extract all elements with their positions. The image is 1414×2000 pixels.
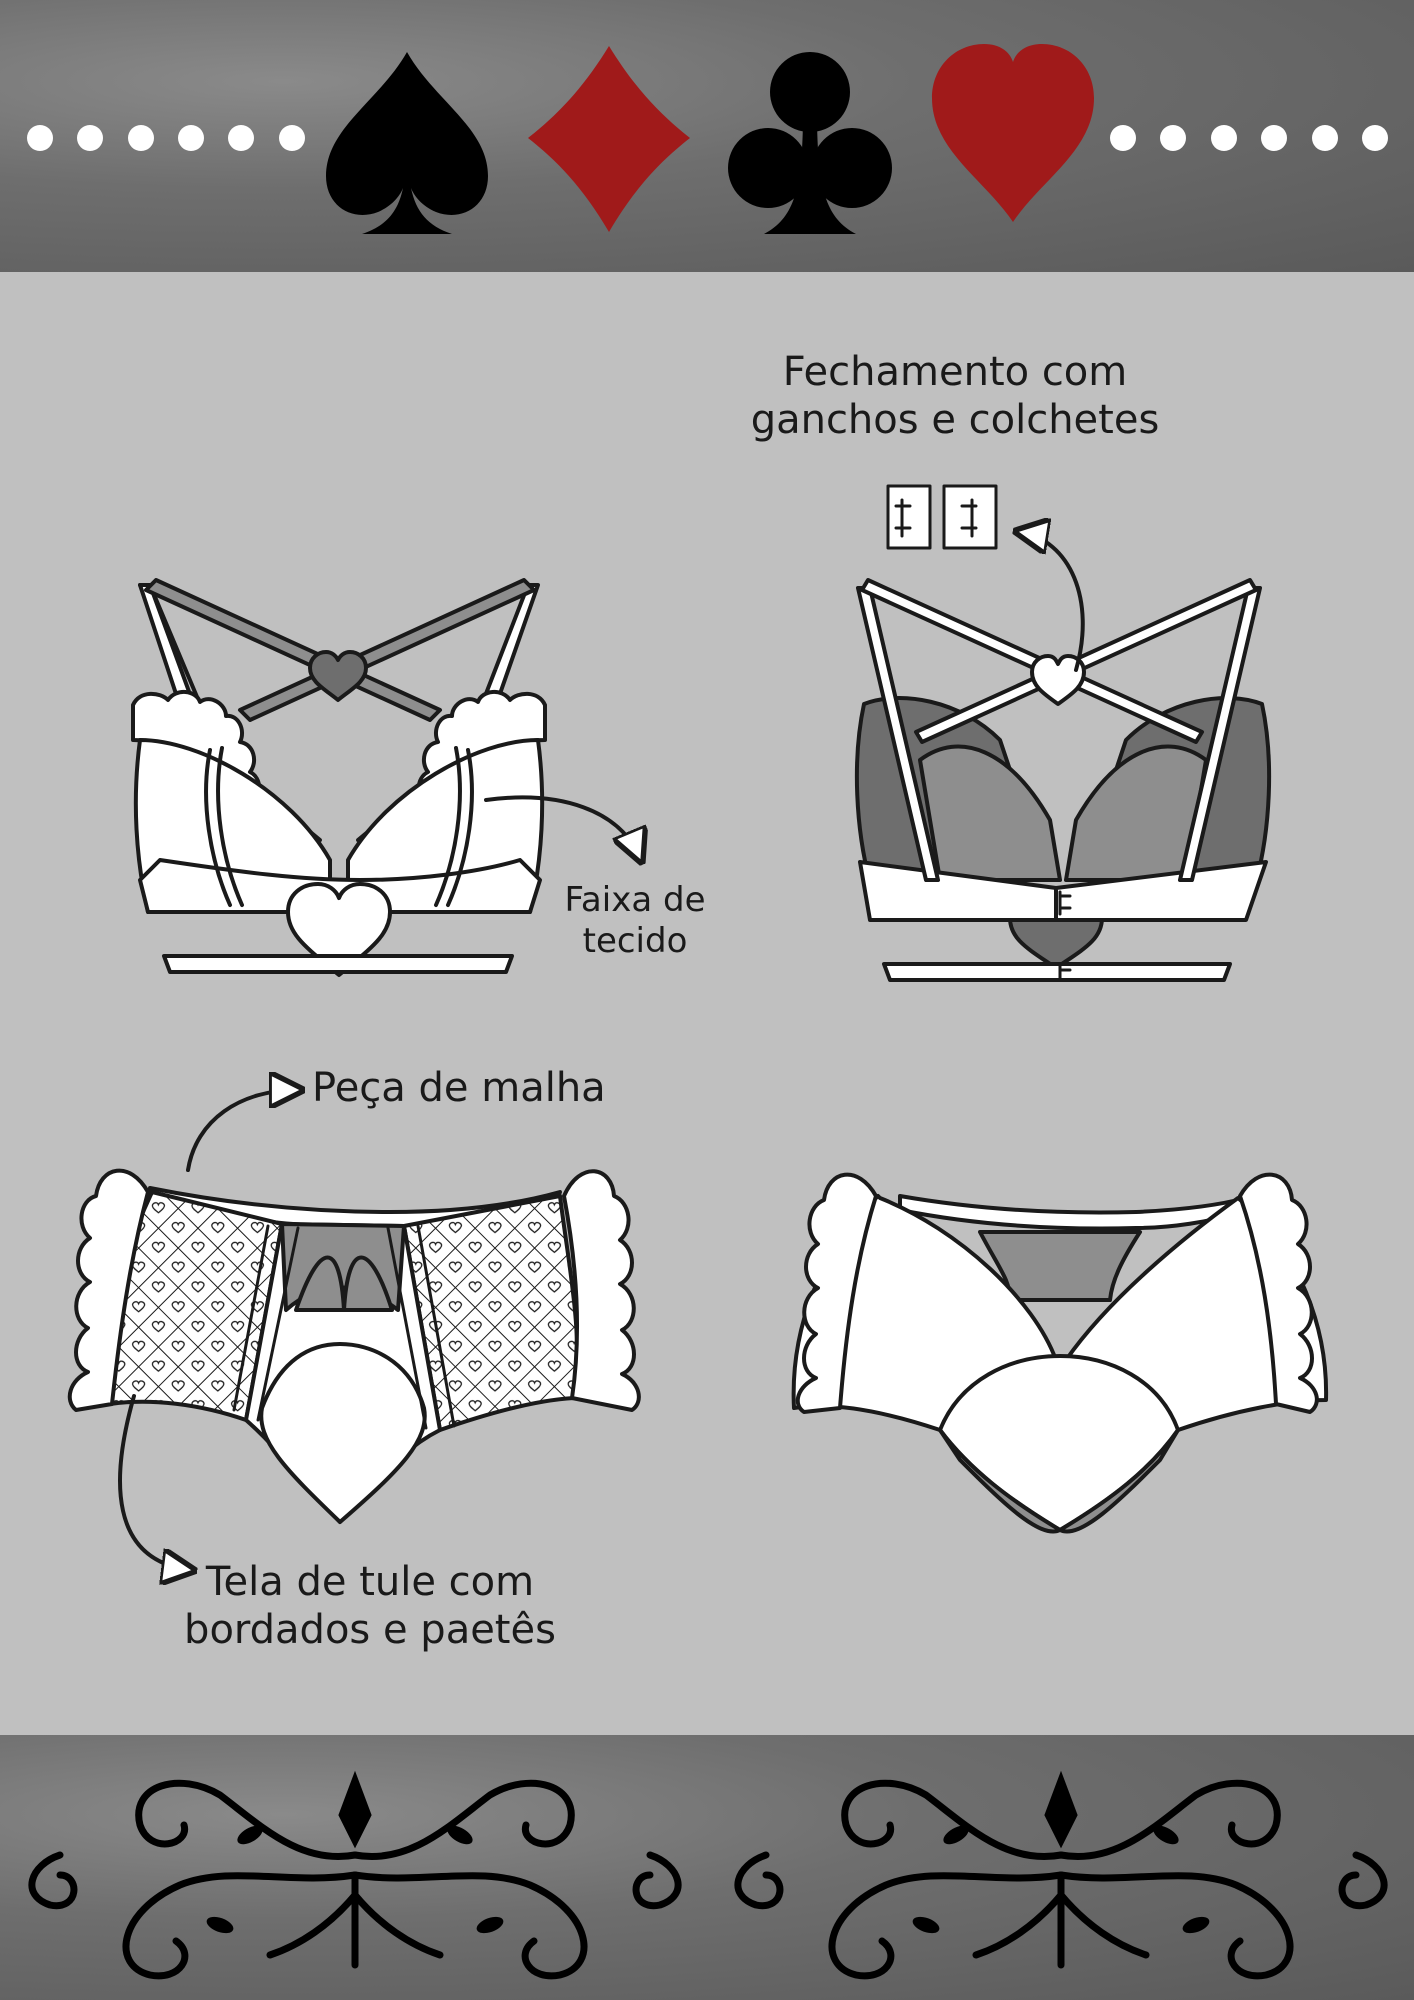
diamond-icon: [528, 46, 690, 232]
club-icon: [728, 52, 892, 234]
bra-front-sketch: [131, 578, 547, 977]
mesh-piece-label: Peça de malha: [312, 1064, 612, 1112]
heart-icon: [932, 44, 1094, 222]
tulle-label: Tela de tule com bordados e paetês: [160, 1558, 580, 1654]
panty-back-sketch: [791, 1172, 1329, 1534]
mesh-piece-arrow: [186, 1090, 298, 1172]
spade-icon: [326, 52, 488, 234]
flat-sketch-illustrations: [67, 484, 1329, 1735]
fabric-band-arrow: [484, 795, 640, 858]
closure-arrow: [1020, 532, 1085, 672]
flourish-ornament-icon: [28, 1770, 1388, 1980]
footer-band: [0, 1735, 1414, 2000]
panty-front-sketch: [67, 1168, 641, 1524]
tulle-label-line1: Tela de tule com: [205, 1559, 535, 1605]
fabric-band-label: Faixa de tecido: [530, 880, 740, 962]
closure-label-line2: ganchos e colchetes: [750, 397, 1160, 443]
hook-and-eye-icon: [886, 484, 998, 550]
left-dot-row: [27, 125, 305, 151]
fabric-band-label-line1: Faixa de: [564, 880, 706, 920]
header-band: [0, 0, 1414, 272]
closure-label-line1: Fechamento com: [782, 349, 1128, 395]
right-dot-row: [1110, 125, 1388, 151]
mesh-piece-label-text: Peça de malha: [312, 1065, 606, 1111]
fabric-band-label-line2: tecido: [582, 920, 688, 961]
tulle-label-line2: bordados e paetês: [184, 1607, 556, 1653]
closure-label: Fechamento com ganchos e colchetes: [700, 348, 1210, 444]
bra-back-sketch: [854, 578, 1272, 982]
tulle-arrow: [118, 1394, 190, 1570]
